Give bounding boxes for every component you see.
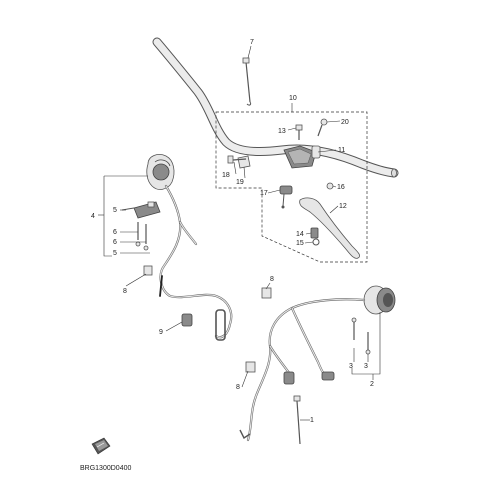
left-switch-housing <box>146 154 175 190</box>
callout-10: 10 <box>289 95 297 102</box>
handlebar <box>152 37 399 178</box>
connector-left-end <box>215 309 226 341</box>
screw-20 <box>317 118 328 137</box>
clamp-19 <box>237 155 251 169</box>
callout-15: 15 <box>296 240 304 247</box>
connector-9 <box>181 313 193 327</box>
left-harness <box>159 184 233 339</box>
callouts: 1 2 3 3 4 5 5 6 6 7 8 8 8 9 10 11 12 13 … <box>91 39 374 424</box>
callout-17: 17 <box>260 190 268 197</box>
screw-13 <box>295 124 303 140</box>
callout-4: 4 <box>91 213 95 220</box>
callout-20: 20 <box>341 119 349 126</box>
screw-3-pair <box>351 317 371 355</box>
callout-12: 12 <box>339 203 347 210</box>
callout-2: 2 <box>370 381 374 388</box>
callout-18: 18 <box>222 172 230 179</box>
callout-7: 7 <box>250 39 254 46</box>
clip-8-left <box>143 265 153 276</box>
bolt-18 <box>227 155 247 164</box>
assembly-outline <box>215 111 368 263</box>
callout-6: 6 <box>113 239 117 246</box>
drawing-code: BRG1300D0400 <box>80 465 131 472</box>
screw-6-pair <box>135 222 149 251</box>
callout-5: 5 <box>113 207 117 214</box>
callout-11: 11 <box>338 147 345 154</box>
callout-5: 5 <box>113 250 117 257</box>
right-harness <box>246 298 366 442</box>
callout-9: 9 <box>159 329 163 336</box>
spring-15 <box>312 238 320 246</box>
lever-holder <box>283 145 321 169</box>
callout-13: 13 <box>278 128 286 135</box>
switch-plate <box>133 201 161 219</box>
callout-8: 8 <box>270 276 274 283</box>
lever-12 <box>299 197 360 259</box>
right-switch-housing <box>363 285 396 315</box>
callout-3: 3 <box>349 363 353 370</box>
screw-5-upper <box>121 207 135 211</box>
connector-bottom <box>239 429 251 440</box>
cable-tie-part <box>242 57 252 106</box>
callout-6: 6 <box>113 229 117 236</box>
callout-1: 1 <box>310 417 314 424</box>
connector-right-end <box>321 371 335 381</box>
leader-lines <box>98 45 381 421</box>
book-icon <box>91 437 111 455</box>
callout-16: 16 <box>337 184 345 191</box>
callout-19: 19 <box>236 179 244 186</box>
switch-17 <box>279 185 293 209</box>
callout-3: 3 <box>364 363 368 370</box>
callout-8: 8 <box>123 288 127 295</box>
connector-right-mid <box>283 371 295 385</box>
nut-16 <box>326 182 334 190</box>
clip-8-lower <box>245 361 256 373</box>
cable-tie-1 <box>293 395 301 445</box>
bolt-14 <box>310 227 319 239</box>
callout-8: 8 <box>236 384 240 391</box>
clip-8-upper <box>261 287 272 299</box>
callout-14: 14 <box>296 231 304 238</box>
